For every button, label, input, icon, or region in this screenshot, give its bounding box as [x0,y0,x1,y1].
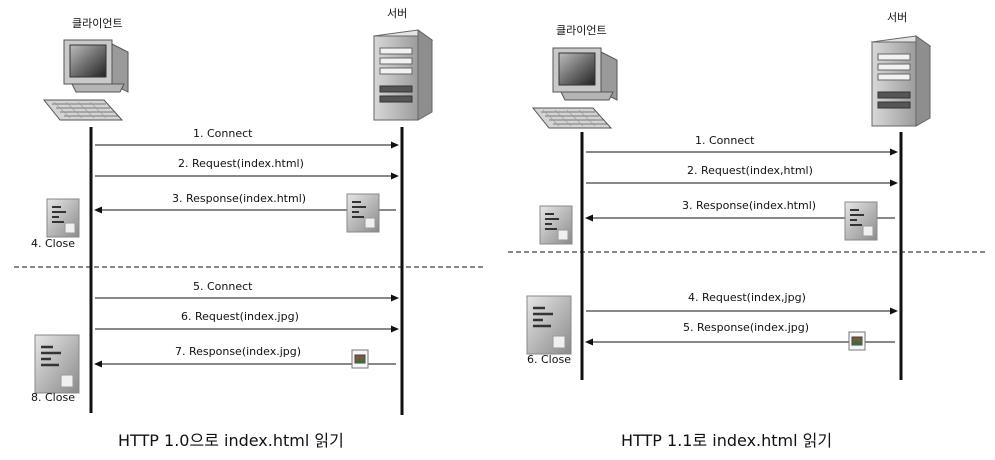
left-msg-connect-1: 1. Connect [193,127,253,140]
left-msg-response-html: 3. Response(index.html) [172,192,306,205]
left-server-icon [373,29,433,121]
left-msg-request-html: 2. Request(index.html) [178,157,304,170]
right-close: 6. Close [527,353,571,366]
right-client-computer-icon [532,47,618,129]
right-client-label: 클라이언트 [556,24,607,37]
left-client-document-icon [46,198,80,238]
left-client-computer-icon [43,39,129,121]
right-server-image-icon [848,331,866,351]
right-server-document-icon [844,201,878,241]
right-msg-request-jpg: 4. Request(index,jpg) [688,291,806,304]
right-client-page-icon [525,294,573,356]
left-caption: HTTP 1.0으로 index.html 읽기 [118,431,344,450]
left-client-page-icon [33,333,81,395]
left-msg-request-jpg: 6. Request(index.jpg) [181,310,299,323]
right-msg-request-html: 2. Request(index,html) [687,164,813,177]
left-msg-response-jpg: 7. Response(index.jpg) [175,345,301,358]
left-close-2: 8. Close [31,391,75,404]
right-server-label: 서버 [887,11,907,24]
left-server-label: 서버 [387,7,407,20]
left-close-1: 4. Close [31,237,75,250]
left-server-image-icon [351,349,369,369]
left-server-document-icon [346,193,380,233]
right-server-icon [871,35,931,127]
right-panel: 클라이언트 서버 1. Connect 2. Request(index,htm… [508,11,986,450]
left-msg-connect-5: 5. Connect [193,280,253,293]
left-panel: 클라이언트 서버 1. Connect 2. Request(index.htm… [14,7,484,450]
left-client-label: 클라이언트 [72,17,123,30]
right-msg-connect: 1. Connect [695,134,755,147]
right-msg-response-jpg: 5. Response(index.jpg) [683,321,809,334]
right-caption: HTTP 1.1로 index.html 읽기 [621,431,832,450]
right-msg-response-html: 3. Response(index.html) [682,199,816,212]
right-client-document-icon [539,205,573,245]
